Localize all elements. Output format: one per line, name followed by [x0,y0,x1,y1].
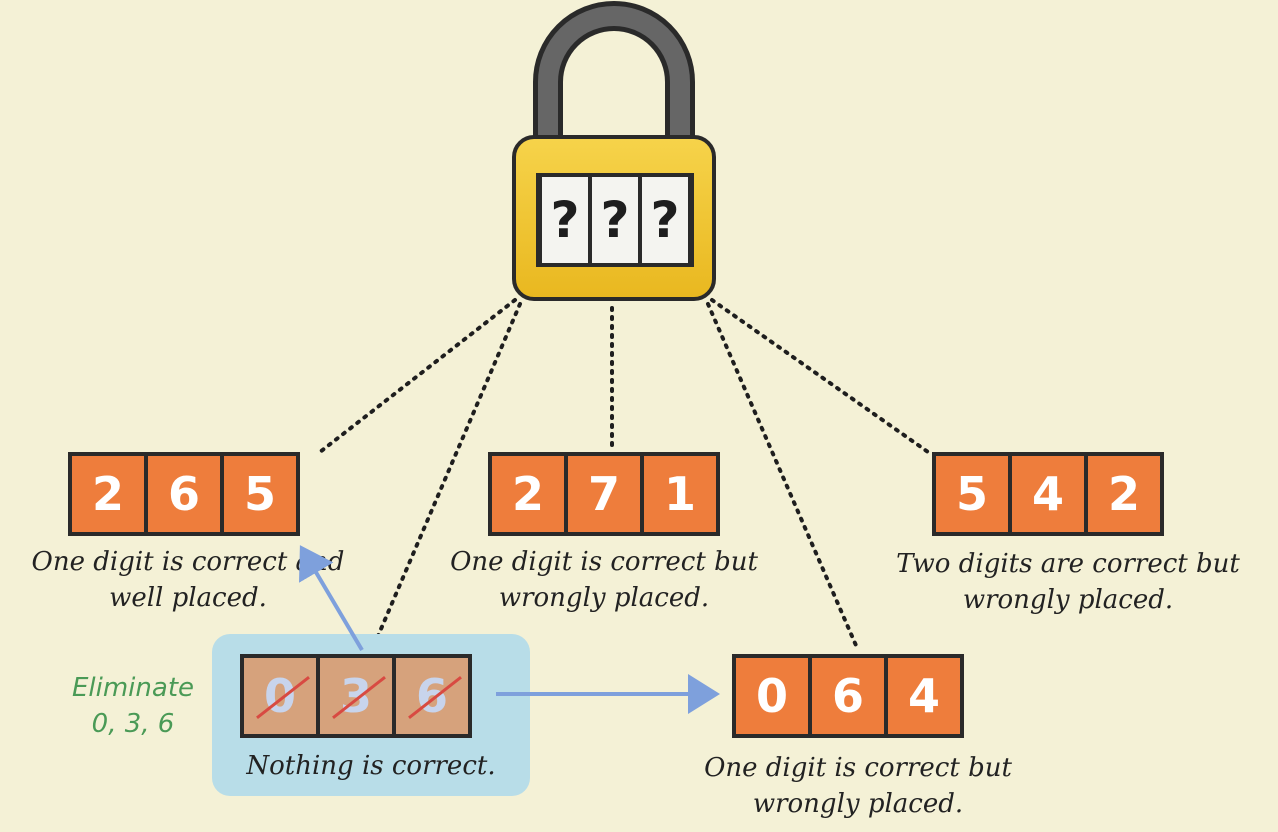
lock-digit: ? [642,177,688,263]
digit-value: 6 [415,669,448,723]
caption-line: One digit is correct but [450,547,758,577]
dotted-line-064 [706,302,860,652]
caption-line: Two digits are correct but [896,549,1240,579]
clue-caption-542: Two digits are correct but wrongly place… [866,546,1270,618]
clue-code-265: 2 6 5 [68,452,300,536]
clue-caption-064: One digit is correct but wrongly placed. [670,750,1046,822]
code-digit: 0 [732,654,812,738]
code-digit-eliminated: 6 [392,654,472,738]
dotted-line-542 [710,298,930,454]
code-digit: 4 [884,654,964,738]
code-digit: 2 [1084,452,1164,536]
lock-digit: ? [592,177,638,263]
eliminate-annotation: Eliminate 0, 3, 6 [58,670,208,742]
caption-line: well placed. [109,583,267,613]
digit-value: 3 [339,669,372,723]
annotation-line: 0, 3, 6 [91,709,175,739]
shackle-highlight [538,6,690,140]
code-digit: 4 [1008,452,1088,536]
code-digit: 5 [220,452,300,536]
lock-combination: ? ? ? [536,173,694,267]
code-digit-eliminated: 0 [240,654,320,738]
code-digit: 2 [488,452,568,536]
padlock-icon: ? ? ? [512,135,716,301]
clue-code-064: 0 6 4 [732,654,964,738]
caption-line: One digit is correct and [31,547,345,577]
caption-line: wrongly placed. [498,583,710,613]
clue-code-542: 5 4 2 [932,452,1164,536]
clue-caption-036: Nothing is correct. [212,748,530,784]
clue-code-036: 0 3 6 [240,654,472,738]
code-digit: 7 [564,452,644,536]
code-digit: 1 [640,452,720,536]
digit-value: 0 [263,669,296,723]
clue-code-271: 2 7 1 [488,452,720,536]
code-digit: 2 [68,452,148,536]
code-digit: 6 [144,452,224,536]
caption-line: wrongly placed. [752,789,964,819]
code-digit: 6 [808,654,888,738]
dotted-line-265 [318,298,517,454]
clue-caption-271: One digit is correct but wrongly placed. [424,544,784,616]
lock-digit: ? [542,177,588,263]
dotted-line-036 [370,302,522,652]
code-digit-eliminated: 3 [316,654,396,738]
caption-line: One digit is correct but [704,753,1012,783]
caption-line: Nothing is correct. [246,751,496,781]
caption-line: wrongly placed. [962,585,1174,615]
code-digit: 5 [932,452,1012,536]
annotation-line: Eliminate [71,673,195,703]
clue-caption-265: One digit is correct and well placed. [0,544,376,616]
